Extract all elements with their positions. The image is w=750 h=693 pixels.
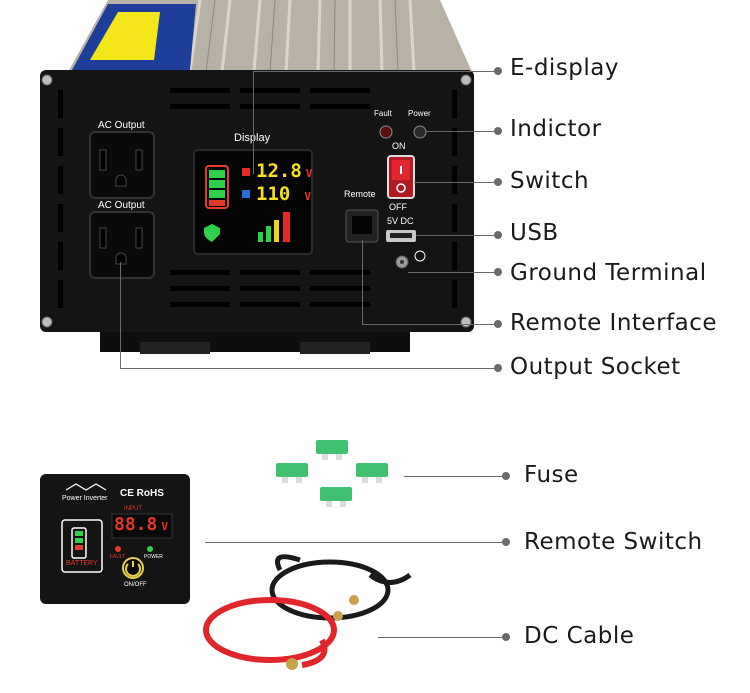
off-label: OFF bbox=[389, 202, 407, 212]
fuse-2 bbox=[276, 463, 308, 483]
ac-output-label-1: AC Output bbox=[98, 120, 145, 131]
remote-input-label: INPUT bbox=[124, 506, 142, 512]
callout-label-indictor: Indictor bbox=[510, 116, 602, 142]
callout-dot-remote bbox=[494, 320, 502, 328]
callout-line-dc-cable bbox=[378, 637, 506, 638]
callout-label-remote-interface: Remote Interface bbox=[510, 310, 718, 336]
callout-dot-indictor bbox=[494, 127, 502, 135]
fuse-3 bbox=[356, 463, 388, 483]
callout-dot-dc-cable bbox=[502, 633, 510, 641]
ac-output-label-2: AC Output bbox=[98, 200, 145, 211]
red-cable bbox=[203, 597, 337, 668]
callout-label-e-display: E-display bbox=[510, 55, 619, 81]
callout-line-e-display-h bbox=[253, 71, 498, 72]
callout-dot-switch bbox=[494, 178, 502, 186]
fuse-4 bbox=[320, 487, 352, 507]
callout-line-e-display bbox=[253, 71, 254, 174]
callout-label-output-socket: Output Socket bbox=[510, 354, 681, 380]
callout-line-remote-v bbox=[362, 240, 363, 325]
callout-label-remote-switch: Remote Switch bbox=[524, 529, 703, 555]
callout-line-indictor bbox=[426, 131, 498, 132]
callout-line-usb bbox=[416, 235, 498, 236]
callout-line-output-h bbox=[120, 368, 498, 369]
callout-label-fuse: Fuse bbox=[524, 462, 579, 488]
usb-port[interactable] bbox=[386, 230, 416, 242]
remote-unit: V bbox=[161, 520, 168, 533]
black-cable bbox=[269, 554, 412, 621]
ac-outlet-top bbox=[89, 131, 155, 199]
callout-label-ground-terminal: Ground Terminal bbox=[510, 260, 707, 286]
red-cable-ring bbox=[286, 611, 343, 670]
callout-line-output-v bbox=[120, 262, 121, 369]
power-led bbox=[413, 125, 427, 139]
callout-label-usb: USB bbox=[510, 220, 559, 246]
remote-brand: Power Inverter bbox=[62, 495, 108, 502]
callout-dot-ground bbox=[494, 268, 502, 276]
remote-power-label: POWER bbox=[144, 554, 163, 560]
ground-terminal bbox=[395, 250, 426, 269]
remote-marks: CE RoHS bbox=[120, 488, 164, 499]
fuse-1 bbox=[316, 440, 348, 460]
callout-dot-output bbox=[494, 364, 502, 372]
remote-battery-label: BATTERY bbox=[66, 560, 98, 567]
remote-switch-panel bbox=[40, 474, 190, 604]
fault-label: Fault bbox=[374, 109, 392, 118]
power-label: Power bbox=[408, 109, 431, 118]
inverter-housing bbox=[68, 0, 472, 73]
callout-line-switch bbox=[414, 182, 498, 183]
callout-line-ground bbox=[408, 272, 498, 273]
callout-dot-remote-switch bbox=[502, 538, 510, 546]
callout-dot-e-display bbox=[494, 67, 502, 75]
callout-label-dc-cable: DC Cable bbox=[524, 623, 635, 649]
ac-outlet-bottom bbox=[89, 211, 155, 279]
callout-dot-fuse bbox=[502, 472, 510, 480]
power-rocker-switch[interactable] bbox=[387, 155, 415, 199]
on-label: ON bbox=[392, 141, 406, 151]
callout-line-remote-h bbox=[362, 324, 498, 325]
callout-line-fuse bbox=[404, 476, 506, 477]
callout-line-remote-switch bbox=[205, 542, 506, 543]
screen-unit-bottom: V bbox=[304, 190, 311, 203]
remote-label: Remote bbox=[344, 189, 376, 199]
callout-dot-usb bbox=[494, 231, 502, 239]
callout-label-switch: Switch bbox=[510, 168, 590, 194]
display-label: Display bbox=[234, 132, 270, 144]
remote-fault-label: FAULT bbox=[110, 554, 126, 560]
fault-led bbox=[379, 125, 393, 139]
remote-onoff-label: ON/OFF bbox=[124, 582, 147, 588]
usb-label: 5V DC bbox=[387, 216, 414, 226]
black-cable-ring bbox=[349, 595, 359, 605]
screen-unit-top: V bbox=[305, 167, 313, 180]
